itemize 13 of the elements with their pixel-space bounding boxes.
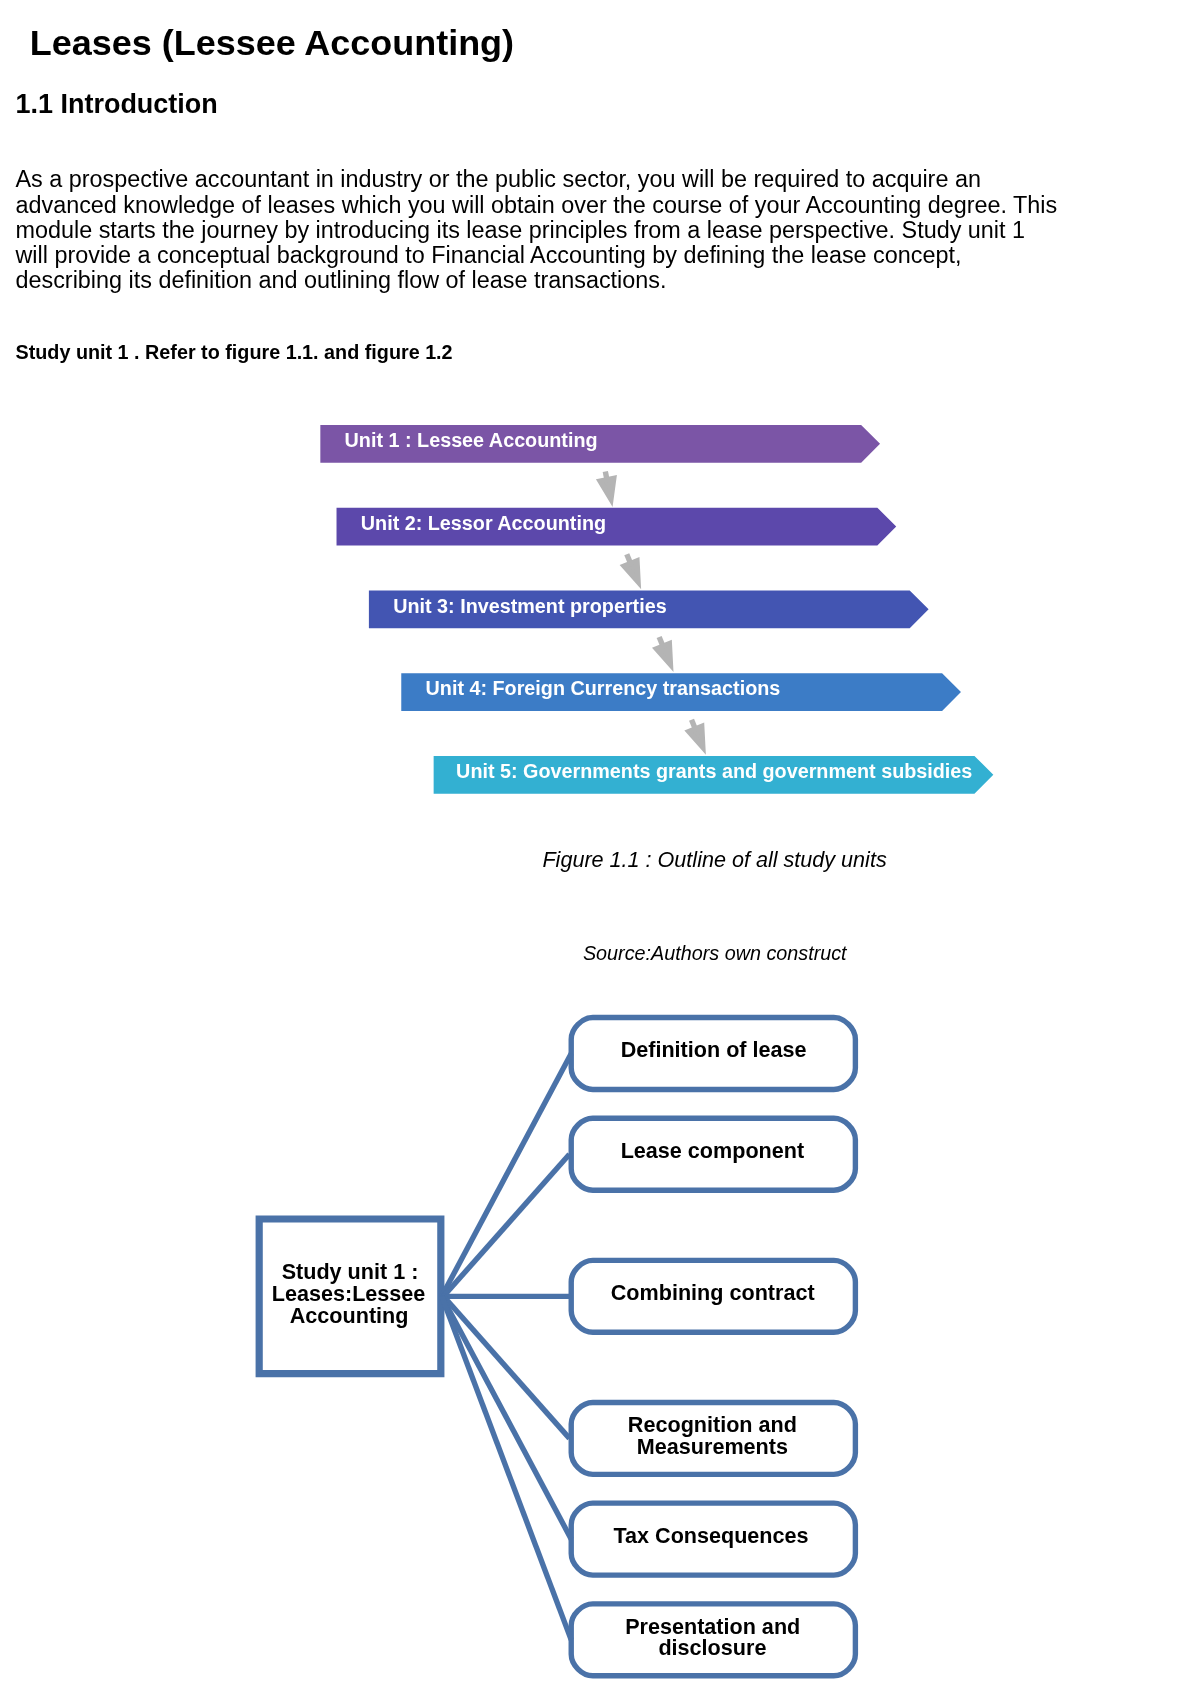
caption: Figure 1.1 : Outline of all study units — [542, 846, 887, 872]
label: Source:Authors own construct — [582, 941, 847, 964]
diagram-title: Leases (Lessee Accounting) — [29, 21, 515, 63]
label: 1.1 Introduction — [15, 88, 218, 119]
label: Study unit 1 . Refer to figure 1.1. and figure 1.2 — [15, 340, 453, 363]
node-box: Study unit 1 : Leases:Lessee Accounting — [255, 1214, 445, 1377]
label: As a prospective accountant in industry or the public sector, you will be required to acquire an advanced knowledge of leases which you will obtain over the course of your Accounting degree. This module starts the journey by introducing its lease principles from a lease perspective. Study unit 1 will provide a conceptual background to Financial Accounting by defining the lease concept, describing its definition and outlining flow of lease transactions. — [15, 165, 1058, 293]
node-box: Tax Consequences — [568, 1499, 859, 1578]
node-box: Lease component — [568, 1115, 859, 1193]
node-box: Definition of lease — [568, 1014, 859, 1092]
node-box: Combining contract — [568, 1257, 859, 1335]
node-box: Presentation and disclosure — [568, 1600, 859, 1678]
node-box: Recognition and Measurements — [568, 1399, 859, 1477]
